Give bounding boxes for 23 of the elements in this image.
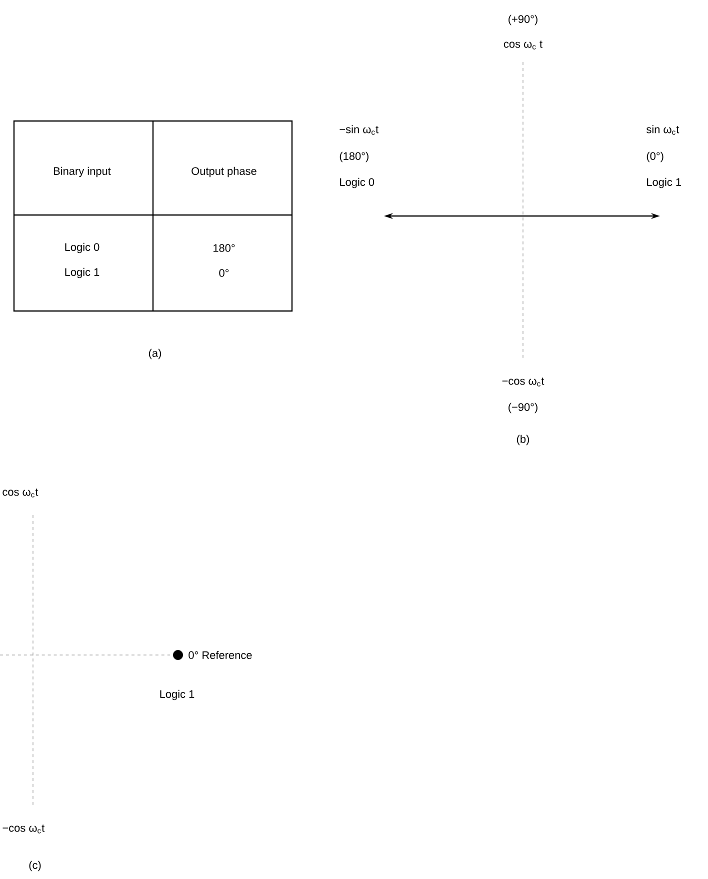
axis-label: Logic 0 <box>340 178 374 188</box>
axis-label: Logic 1 <box>647 178 681 188</box>
axis-label: −cos ω$_{c}$t <box>2 824 45 834</box>
axis-label: (180°) <box>340 152 368 162</box>
table-cell: 0° <box>219 269 229 277</box>
panel-label: (b) <box>516 434 529 446</box>
point-label: 0° Reference <box>188 651 252 660</box>
axis-label: sin ω$_{c}$t <box>646 125 680 135</box>
axis-label: −cos ω$_{c}$t <box>502 378 544 386</box>
point-label: Logic 1 <box>160 690 194 700</box>
table-cell: Logic 0 <box>65 242 100 254</box>
table-cell: Logic 1 <box>65 268 100 278</box>
axis-label: (+90°) <box>508 14 538 26</box>
axis-label: cos ω$_{c}$ t <box>504 40 542 50</box>
axis-label: −sin ω$_{c}$t <box>340 125 378 135</box>
axis-label: (0°) <box>646 152 664 162</box>
table-header: Output phase <box>192 166 256 178</box>
axis-label: cos ω$_{c}$t <box>2 488 38 498</box>
table-cell: 180° <box>214 244 235 252</box>
axis-label: (−90°) <box>508 402 538 414</box>
panel-label: (a) <box>148 348 162 360</box>
table-header: Binary input <box>54 166 111 178</box>
panel-label: (c) <box>29 860 41 872</box>
